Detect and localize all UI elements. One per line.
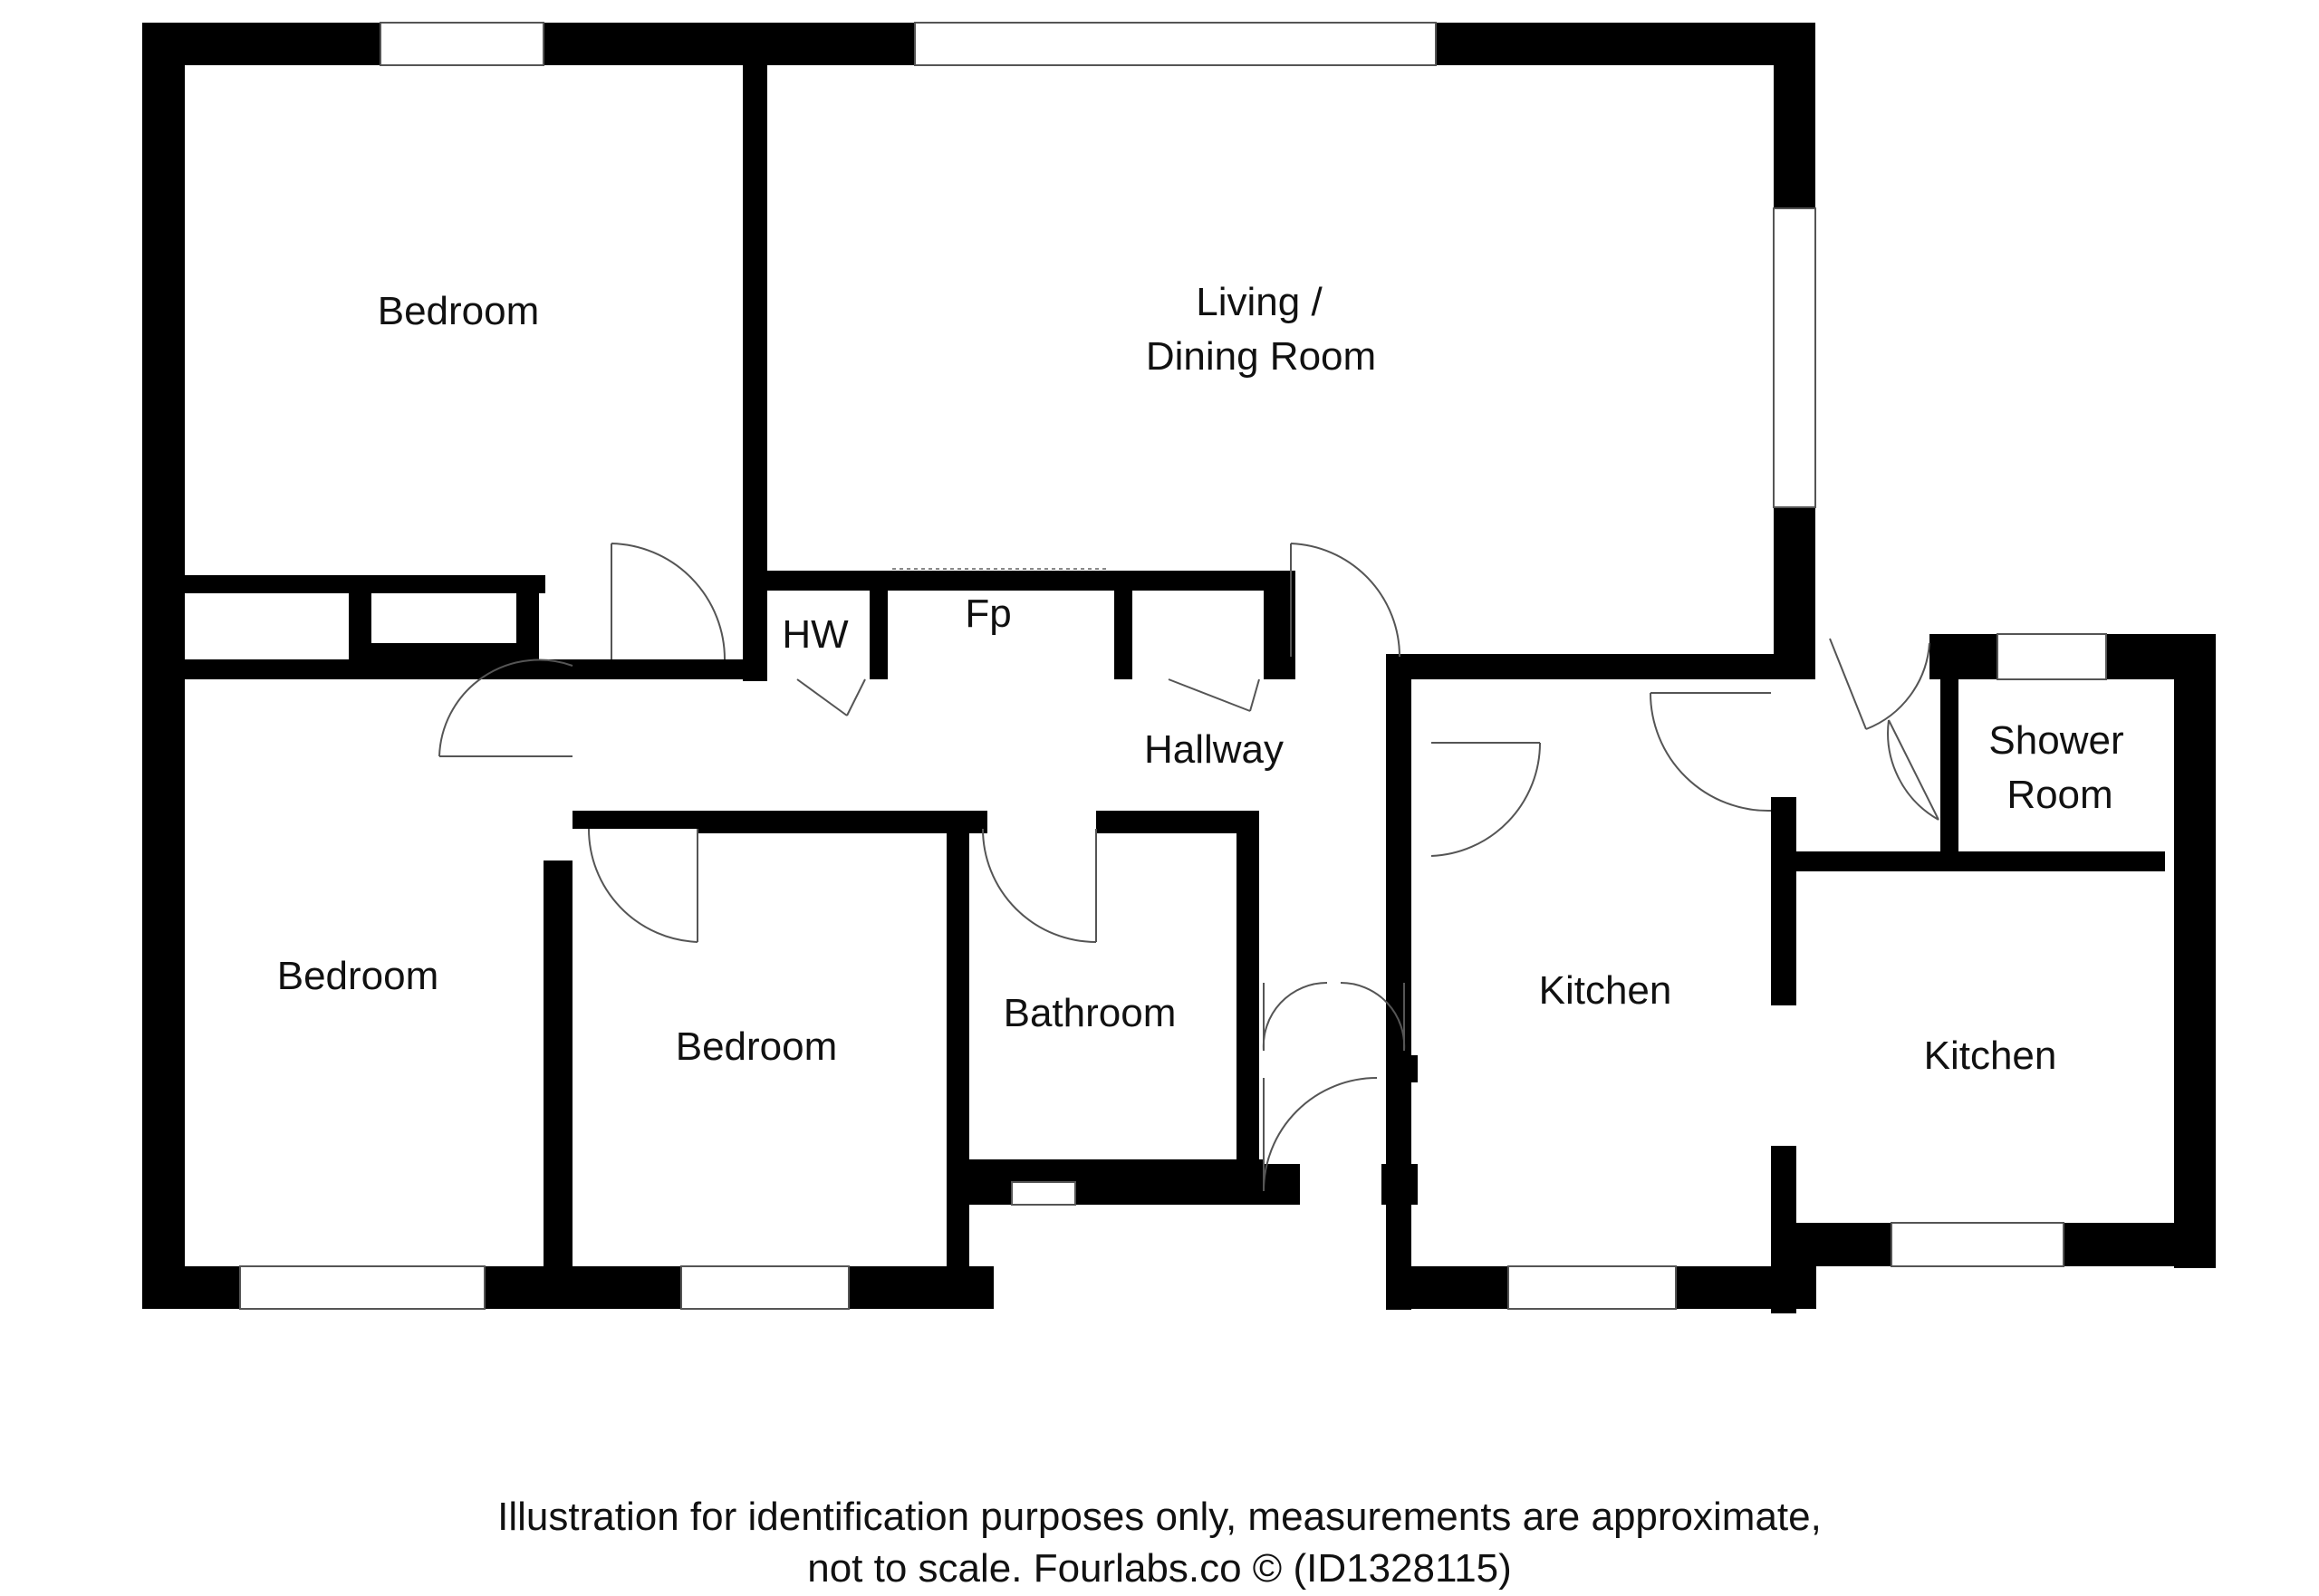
wall-segment	[1236, 1051, 1259, 1078]
window	[380, 22, 544, 66]
room-label-shower-line2: Room	[2006, 773, 2112, 817]
wall-segment	[1785, 851, 2165, 871]
door-swing	[1168, 678, 1260, 712]
door-swing	[611, 543, 726, 660]
wall-segment	[1386, 670, 1411, 1310]
wall-segment	[1114, 571, 1132, 679]
window	[680, 1265, 850, 1310]
wall-segment	[142, 575, 545, 593]
window	[1011, 1181, 1076, 1206]
wall-segment	[698, 811, 987, 833]
caption-line-1: Illustration for identification purposes…	[497, 1495, 1822, 1539]
door-swing	[796, 678, 866, 716]
wall-segment	[1096, 811, 1259, 833]
wall-segment	[1400, 1055, 1418, 1082]
room-label-bedroom-top-left: Bedroom	[378, 289, 540, 333]
caption-line-2: not to scale. Fourlabs.co © (ID1328115)	[807, 1546, 1512, 1591]
window	[239, 1265, 486, 1310]
wall-segment	[743, 571, 888, 591]
doors	[438, 543, 1939, 1192]
wall-segment	[1771, 1146, 1796, 1313]
windows	[239, 22, 2107, 1310]
wall-segment	[947, 833, 969, 1268]
wall-segment	[743, 571, 765, 679]
door-swing	[1263, 1077, 1378, 1192]
window	[914, 22, 1437, 66]
wall-segment	[534, 659, 752, 679]
window	[1507, 1265, 1677, 1310]
room-label-shower-line1: Shower	[1988, 718, 2123, 763]
door-swing	[1290, 543, 1401, 658]
door-swing	[1829, 638, 1930, 730]
wall-segment	[1386, 654, 1775, 679]
walls	[142, 23, 2216, 1313]
room-label-bedroom-left: Bedroom	[277, 954, 439, 998]
wall-segment	[1246, 1164, 1300, 1205]
room-label-living-line2: Dining Room	[1146, 334, 1376, 379]
door-swing	[1650, 692, 1772, 812]
wall-segment	[349, 580, 371, 666]
wall-segment	[1771, 797, 1796, 1005]
door-swing	[982, 828, 1097, 943]
wall-segment	[2174, 634, 2216, 1268]
room-label-fp: Fp	[965, 591, 1011, 636]
window	[1773, 207, 1816, 508]
window	[1891, 1222, 2064, 1267]
door-swing	[1262, 981, 1328, 1052]
door-swing	[1887, 719, 1939, 821]
wall-segment	[544, 860, 573, 1268]
wall-segment	[1381, 1164, 1418, 1205]
door-swing	[587, 828, 698, 943]
room-label-bathroom: Bathroom	[1004, 991, 1177, 1035]
room-label-kitchen-main: Kitchen	[1539, 968, 1672, 1013]
room-label-kitchen-right: Kitchen	[1924, 1034, 2057, 1078]
room-label-bedroom-middle: Bedroom	[676, 1024, 838, 1069]
door-swing	[1430, 742, 1542, 857]
room-label-hw: HW	[782, 612, 849, 657]
window	[1997, 633, 2107, 680]
wall-segment	[1114, 571, 1277, 591]
wall-segment	[1236, 815, 1259, 1168]
wall-segment	[1940, 643, 1958, 856]
door-swing	[438, 659, 573, 757]
wall-segment	[1264, 571, 1286, 679]
wall-segment	[870, 571, 888, 679]
wall-segment	[573, 811, 699, 829]
room-label-hallway: Hallway	[1144, 727, 1284, 772]
room-label-living-line1: Living /	[1196, 280, 1323, 324]
wall-segment	[371, 643, 521, 666]
wall-segment	[1774, 661, 1815, 679]
door-swing	[1340, 981, 1406, 1052]
